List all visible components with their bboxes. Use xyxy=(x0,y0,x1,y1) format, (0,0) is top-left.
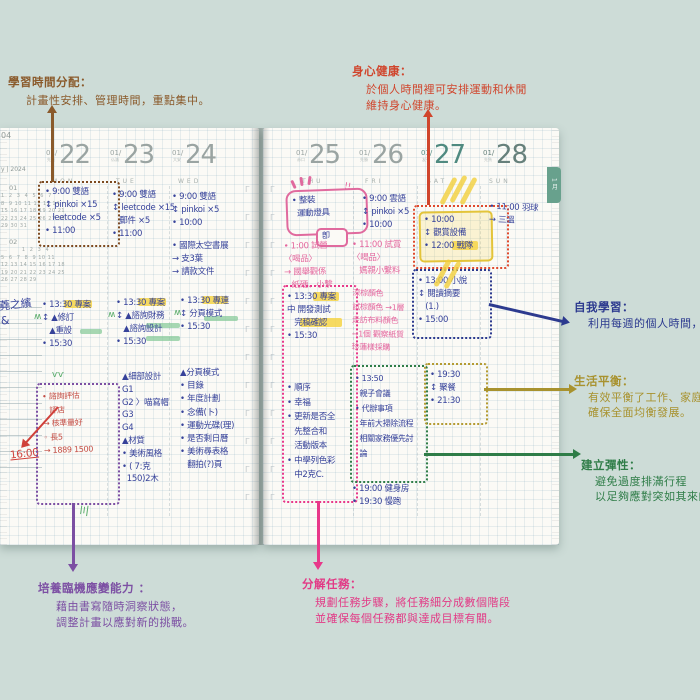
callout-flexibility-line: 以足夠應對突如其來的挑戰。 xyxy=(595,490,700,503)
entry-mon-project: • 13:30 專案↕ ▲修訂 ▲重設• 15:30 xyxy=(42,300,91,349)
yellow-highlight xyxy=(202,296,228,304)
entry-tue-morning: • 9:00 雙語↕ leetcode ×15 郵件 ×5• 11:00 xyxy=(112,190,175,239)
callout-health-line: 維持身心健康。 xyxy=(366,99,447,112)
callout-study-time-line: 計畫性安排、管理時間，重點集中。 xyxy=(26,94,210,107)
page-edge-right xyxy=(552,128,559,545)
callout-self-learning-line: 利用每週的個人時間，豐富自我。 xyxy=(588,317,700,330)
planner-right-page xyxy=(263,128,559,545)
entry-sat-event: • 10:00↕ 觀賞設備• 12:00 戰隊 xyxy=(424,215,473,251)
entry-thu-gear: • 整裝 運動燈具 xyxy=(291,195,330,220)
entry-sun-morning: • 11:00 羽球→ 三溫 xyxy=(488,201,539,226)
callout-task-breakdown-line: 並確保每個任務都與達成目標有關。 xyxy=(315,612,499,625)
callout-task-breakdown-title: 分解任務： xyxy=(302,577,362,591)
entry-fri-tasting: • 11:00 試賞〈喝品〉 媽親小繫料 xyxy=(352,240,401,276)
callout-flexibility-line: 避免過度排滿行程 xyxy=(595,475,687,488)
callout-adaptability-line: 藉由書寫隨時洞察狀態， xyxy=(56,600,183,613)
column-divider xyxy=(353,186,354,516)
yellow-highlight xyxy=(64,300,92,308)
margin-scribble: 蕘之繽& xyxy=(0,296,32,328)
green-highlight xyxy=(146,336,180,341)
life-balance-box xyxy=(424,363,488,425)
entry-thu-checklist: • 順序• 幸福• 更新是否全 先整合和 活動版本• 中學列色彩 中2克C. xyxy=(287,383,336,480)
yellow-highlight xyxy=(452,241,478,250)
entry-fri-color-notes: 深棕顏色試棕顏色 →1層走訪布料顏色→1個 觀察紙質珍蓮樣採購 xyxy=(351,288,405,353)
health-box xyxy=(413,205,509,269)
green-highlight xyxy=(146,323,180,328)
task-breakdown-box xyxy=(282,285,358,503)
study-time-box xyxy=(38,181,120,247)
entry-fri-family-meeting: • 13:50 親子會議• 代辦事項 年前大掃除流程 相關家務優先討 論 xyxy=(355,374,414,458)
column-divider xyxy=(480,186,481,516)
entry-sat-dinner: • 19:30↕ 聚餐• 21:30 xyxy=(430,370,461,406)
entry-wed-bookfair: • 國際太空書展→ 支3葉→ 請款文件 xyxy=(172,241,229,277)
callout-adaptability-title: 培養臨機應變能力 ： xyxy=(38,581,151,595)
month-title-fragment: y | 2024 xyxy=(1,166,26,173)
planner-left-page xyxy=(0,128,259,545)
callout-task-breakdown-line: 規劃任務步驟，將任務細分成數個階段 xyxy=(315,596,511,609)
arrow-flexibility xyxy=(424,453,574,456)
entry-wed-morning: • 9:00 雙語↕ pinkoi ×5• 10:00 xyxy=(172,192,220,228)
column-divider xyxy=(417,186,418,516)
callout-study-time-title: 學習時間分配： xyxy=(8,75,92,89)
entry-mon-evening: • 諮詢評估 評店→ 核準量好◦ 長5→ 1889 1500 xyxy=(41,390,94,456)
arrow-task-breakdown xyxy=(317,501,320,563)
entry-wed-evening-list: ▲分頁模式• 目錄• 年度計劃• 念備(卜)• 運動光碟(理)• 是否剩日曆• … xyxy=(180,368,235,471)
callout-health-title: 身心健康： xyxy=(352,64,412,78)
entry-thu-gear-tab: 卽 xyxy=(322,231,330,240)
callout-life-balance-line: 確保全面均衡發展。 xyxy=(588,406,692,419)
green-highlight xyxy=(204,316,238,321)
callout-life-balance-line: 有效平衡了工作、家庭、休閒 xyxy=(588,391,700,404)
column-divider xyxy=(169,186,170,516)
adaptability-box xyxy=(36,383,120,505)
yellow-highlight xyxy=(300,318,342,327)
thu-hand-frame-tab xyxy=(316,228,348,247)
yellow-highlight xyxy=(313,292,339,301)
month-tab: 1月 xyxy=(547,167,561,203)
arrow-health xyxy=(427,116,430,205)
arrow-life-balance xyxy=(484,388,570,391)
arrow-study-time xyxy=(51,112,54,182)
entry-wed-project: • 13:30 專連↕ 分頁模式• 15:30 xyxy=(180,296,229,332)
minical-label-01: 01 xyxy=(9,184,18,192)
callout-life-balance-title: 生活平衡： xyxy=(574,374,634,388)
year-fragment: 04 xyxy=(1,131,12,140)
callout-health-line: 於個人時間裡可安排運動和休閒 xyxy=(366,83,527,96)
arrow-adaptability xyxy=(72,503,75,565)
entry-mon-morning: • 9:00 雙語↕ pinkoi ×15 leetcode ×5• 11:00 xyxy=(45,187,101,236)
entry-fri-morning: • 9:00 雲語↕ pinkoi ×5• 10:00 xyxy=(362,194,410,230)
green-highlight xyxy=(80,329,102,334)
binding-gutter xyxy=(250,128,270,545)
column-divider xyxy=(107,186,108,516)
entry-fri-evening: • 19:00 健身房• 19:30 慢跑 xyxy=(352,484,410,507)
yellow-highlight xyxy=(138,298,166,306)
minical-label-02: 02 xyxy=(9,238,18,246)
entry-thu-tasting: • 1:00 試營〈喝品〉→ 國舉觀係 紙硬、小繫 xyxy=(283,240,333,291)
callout-flexibility-title: 建立彈性： xyxy=(581,458,641,472)
callout-adaptability-line: 調整計畫以應對新的挑戰。 xyxy=(56,616,194,629)
entry-tue-project: • 13:30 專案↕ ▲諮詢財務 ▲諮詢設計• 15:30 xyxy=(116,298,165,347)
callout-self-learning-title: 自我學習： xyxy=(574,300,634,314)
entry-thu-project: • 13:30 專案中 開發測試 完稿確認• 15:30 xyxy=(287,292,336,341)
